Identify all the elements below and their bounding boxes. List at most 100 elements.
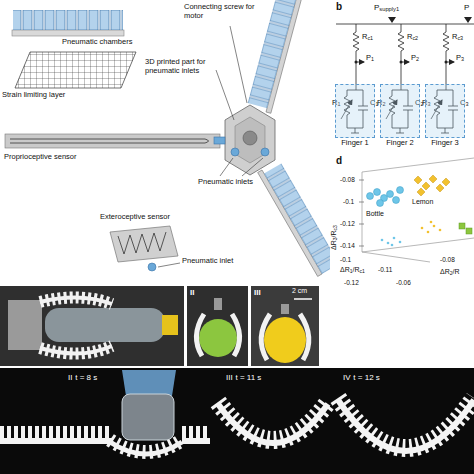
axis-label: ΔR1/Rc1 (340, 266, 365, 275)
label-text: -0.08 (440, 256, 455, 263)
subscript-text: supply1 (379, 6, 399, 12)
label-text: -0.14 (340, 242, 355, 249)
tick-label: -0.08 (340, 176, 355, 183)
pressure-label: P2 (411, 54, 419, 63)
label-text: -0.11 (378, 266, 392, 273)
label-text: -0.06 (396, 279, 411, 286)
label-text: -0.08 (340, 176, 355, 183)
finger-box: Finger 3 (425, 84, 465, 138)
label-text: II (68, 373, 72, 382)
resistor-label: Rc2 (407, 33, 418, 42)
label-text: P (374, 3, 379, 12)
label-text: -0.1 (340, 256, 351, 263)
label-text: /R (453, 268, 460, 275)
subscript-text: 2 (420, 101, 423, 107)
exploded-chambers (12, 10, 124, 36)
label-text: P (456, 53, 461, 62)
finger-box: Finger 2 (380, 84, 420, 138)
label-text: II (190, 288, 194, 297)
tick-label: -0.06 (396, 279, 411, 286)
label-text: R (362, 32, 367, 41)
subscript-text: c3 (332, 225, 338, 230)
subscript-text: c1 (360, 268, 365, 274)
photo-bottle (0, 286, 184, 366)
time-label: IIt = 8 s (68, 373, 97, 382)
subscript-text: 2 (450, 270, 453, 276)
tick-label: -0.14 (340, 242, 355, 249)
label-text: b (336, 1, 342, 12)
part-label: Pneumatic inlets (198, 178, 253, 187)
label-text: ΔR (440, 268, 450, 275)
finger-label: Finger 2 (386, 139, 414, 148)
photo-number: II (190, 288, 194, 297)
label-text: Pneumatic inlets (198, 177, 253, 186)
grasp-sequence (0, 368, 474, 474)
pressure-label: P1 (366, 54, 374, 63)
subscript-text: 2 (416, 56, 419, 62)
label-text: /R (330, 230, 337, 237)
pressure-label: P (464, 3, 469, 12)
label-text: Exteroceptive sensor (100, 212, 170, 221)
time-label: IIIt = 11 s (226, 373, 261, 382)
label-text: P (366, 53, 371, 62)
lower-finger (258, 160, 330, 276)
scatter-plot (359, 158, 474, 262)
subscript-text: 1 (375, 101, 378, 107)
exteroceptive-pad (110, 226, 178, 271)
label-text: ΔR (340, 266, 350, 273)
scale-label: 2 cm (292, 287, 307, 295)
finger-box: Finger 1 (335, 84, 375, 138)
label-text: P (411, 53, 416, 62)
label-text: t = 11 s (235, 373, 261, 382)
label-text: Proprioceptive sensor (4, 152, 77, 161)
strain-limiting-grid (15, 52, 136, 88)
tick-label: -0.08 (440, 256, 455, 263)
part-label: Strain limiting layer (2, 91, 65, 100)
part-label: Pneumatic inlet (182, 257, 233, 266)
subscript-text: c2 (412, 35, 418, 41)
axis-label: ΔR2/R (440, 268, 460, 277)
label-text: /R (353, 266, 360, 273)
subscript-text: 3 (465, 101, 468, 107)
pressure-label: Psupply1 (374, 3, 399, 13)
photo-number: III (254, 288, 261, 297)
label-text: d (336, 155, 342, 166)
axis-label: ΔR3/Rc3 (330, 225, 339, 250)
part-label: 3D printed part for pneumatic inlets (145, 58, 225, 75)
label-text: Pneumatic chambers (62, 37, 132, 46)
label-text: III (226, 373, 233, 382)
label-text: Bottle (366, 210, 384, 217)
panel-letter: b (336, 1, 342, 13)
hub (214, 105, 275, 175)
part-label: Connecting screw for motor (184, 3, 260, 20)
label-text: Lemon (412, 198, 433, 205)
label-text: Connecting screw for motor (184, 2, 254, 20)
part-label: Exteroceptive sensor (100, 213, 170, 222)
proprioceptive-strip (5, 134, 220, 148)
tick-label: -0.11 (378, 266, 392, 273)
label-text: ΔR (330, 240, 337, 250)
label-text: R (452, 32, 457, 41)
subscript-text: 1 (371, 56, 374, 62)
subscript-text: c1 (367, 35, 373, 41)
upper-finger (247, 0, 304, 113)
resistor-label: Rc3 (452, 33, 463, 42)
part-label: Pneumatic chambers (62, 38, 132, 47)
label-text: -0.12 (344, 279, 359, 286)
label-text: -0.12 (340, 220, 355, 227)
label-text: P (464, 3, 469, 12)
label-text: t = 8 s (75, 373, 97, 382)
tick-label: -0.12 (340, 220, 355, 227)
photo-yellow-lemon (251, 286, 319, 366)
gripper-illustration (5, 0, 330, 276)
panel-letter: d (336, 155, 342, 167)
finger-label: Finger 3 (431, 139, 459, 148)
label-text: Pneumatic inlet (182, 256, 233, 265)
subscript-text: 3 (461, 56, 464, 62)
finger-label: Finger 1 (341, 139, 369, 148)
label-text: Strain limiting layer (2, 90, 65, 99)
tick-label: -0.1 (340, 256, 351, 263)
pressure-label: P3 (456, 54, 464, 63)
photo-green-lemon (187, 286, 248, 366)
